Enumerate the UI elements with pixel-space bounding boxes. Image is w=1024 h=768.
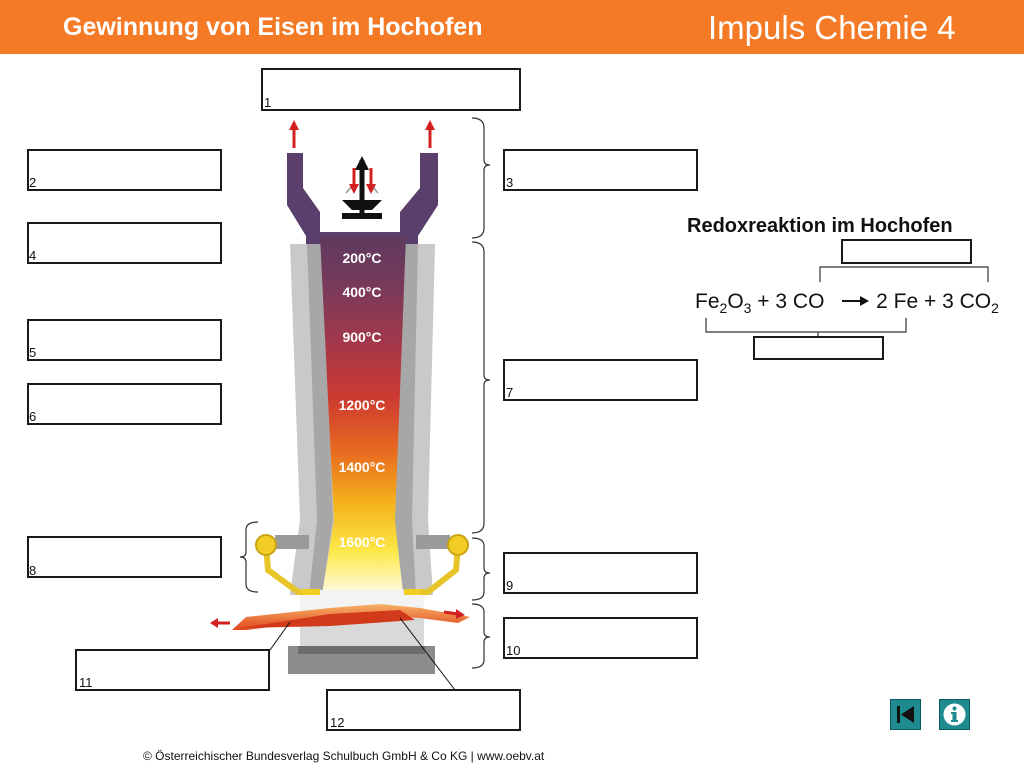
furnace-interior <box>320 236 406 595</box>
slag-out-arrow <box>210 618 218 628</box>
leader-11 <box>269 621 291 651</box>
redox-oxidation-box[interactable] <box>841 239 972 264</box>
product-iron: 2 Fe <box>876 290 919 313</box>
label-box-3[interactable] <box>503 149 698 191</box>
redox-equation: Fe2O3 + 3 CO 2 Fe + 3 CO2 <box>695 290 999 316</box>
redox-bottom-bracket <box>705 318 907 333</box>
temp-label-1400: 1400°C <box>339 459 386 475</box>
label-box-2[interactable] <box>27 149 222 191</box>
header-bar: Gewinnung von Eisen im Hochofen Impuls C… <box>0 0 1024 54</box>
temp-label-1600: 1600°C <box>339 534 386 550</box>
box-number-8: 8 <box>29 563 37 578</box>
gas-out-arrow-right <box>425 120 435 130</box>
label-box-9[interactable] <box>503 552 698 594</box>
bracket-3 <box>471 117 491 239</box>
label-box-4[interactable] <box>27 222 222 264</box>
product-carbon-dioxide: + 3 CO2 <box>923 290 999 317</box>
label-box-10[interactable] <box>503 617 698 659</box>
label-box-11[interactable] <box>75 649 270 691</box>
label-box-6[interactable] <box>27 383 222 425</box>
charge-in-arrow-left <box>349 184 359 194</box>
box-number-6: 6 <box>29 409 37 424</box>
redox-title: Redoxreaktion im Hochofen <box>687 215 953 237</box>
page-title: Gewinnung von Eisen im Hochofen <box>63 13 483 41</box>
info-button[interactable] <box>939 699 970 730</box>
box-number-12: 12 <box>330 715 345 730</box>
label-box-5[interactable] <box>27 319 222 361</box>
temp-label-1200: 1200°C <box>339 397 386 413</box>
temp-label-400: 400°C <box>342 284 381 300</box>
bracket-9 <box>471 537 491 601</box>
box-number-7: 7 <box>506 385 514 400</box>
box-number-3: 3 <box>506 175 514 190</box>
reactant-carbon-monoxide: + 3 CO <box>757 290 825 313</box>
bracket-8 <box>239 521 259 593</box>
redox-top-bracket <box>819 266 989 282</box>
info-icon <box>943 703 966 726</box>
box-number-11: 11 <box>79 675 93 690</box>
redox-reduction-box[interactable] <box>753 336 884 360</box>
reactant-iron-oxide: Fe2O3 <box>695 290 752 317</box>
gas-out-arrow-left <box>289 120 299 130</box>
bracket-7 <box>471 241 491 534</box>
label-box-7[interactable] <box>503 359 698 401</box>
label-box-8[interactable] <box>27 536 222 578</box>
label-box-1[interactable] <box>261 68 521 111</box>
brand-name: Impuls Chemie 4 <box>708 9 956 46</box>
box-number-10: 10 <box>506 643 521 658</box>
iron-out-arrow <box>456 609 465 619</box>
box-number-4: 4 <box>29 248 37 263</box>
temp-label-900: 900°C <box>342 329 381 345</box>
skip-back-icon <box>897 706 914 723</box>
label-box-12[interactable] <box>326 689 521 731</box>
temp-label-200: 200°C <box>342 250 381 266</box>
leader-12 <box>399 617 456 691</box>
box-number-1: 1 <box>264 95 272 110</box>
back-button[interactable] <box>890 699 921 730</box>
box-number-5: 5 <box>29 345 37 360</box>
box-number-9: 9 <box>506 578 514 593</box>
reaction-arrow <box>860 296 869 306</box>
box-number-2: 2 <box>29 175 37 190</box>
bracket-10 <box>471 603 491 669</box>
charge-in-arrow-right <box>366 184 376 194</box>
tuyere-right <box>447 534 469 556</box>
tuyere-left <box>255 534 277 556</box>
furnace-top-hopper <box>287 153 438 244</box>
copyright-footer: © Österreichischer Bundesverlag Schulbuc… <box>143 749 545 763</box>
